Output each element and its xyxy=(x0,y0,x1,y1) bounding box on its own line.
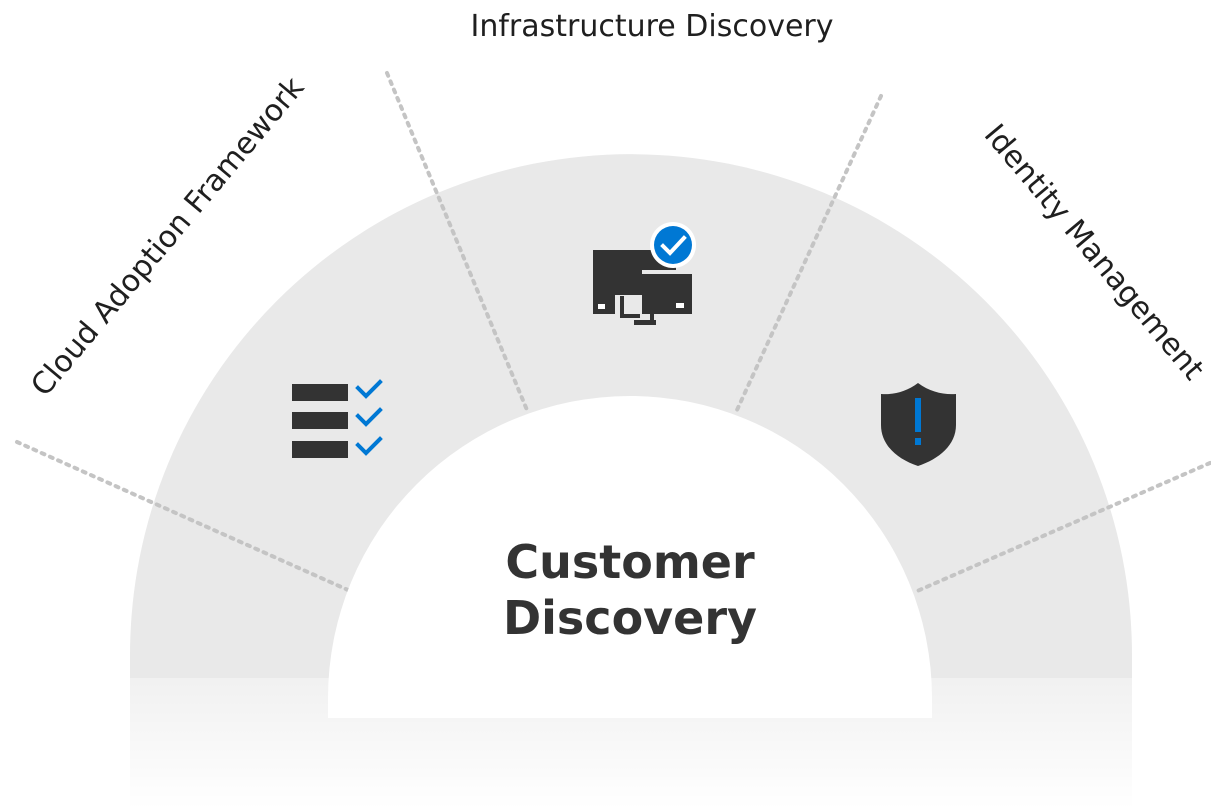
inner-semicircle xyxy=(328,396,932,718)
shield-alert-icon xyxy=(881,383,956,466)
divider-center-right xyxy=(735,94,883,412)
center-label-line1: Customer xyxy=(505,535,755,589)
checklist-icon xyxy=(292,379,383,458)
divider-lines xyxy=(15,71,1211,594)
divider-center-left xyxy=(385,71,529,412)
divider-right xyxy=(913,461,1211,594)
center-label-line2: Discovery xyxy=(503,591,757,645)
divider-left xyxy=(15,440,350,592)
segment-title-infrastructure: Infrastructure Discovery xyxy=(470,9,833,44)
computers-check-icon xyxy=(593,222,696,325)
